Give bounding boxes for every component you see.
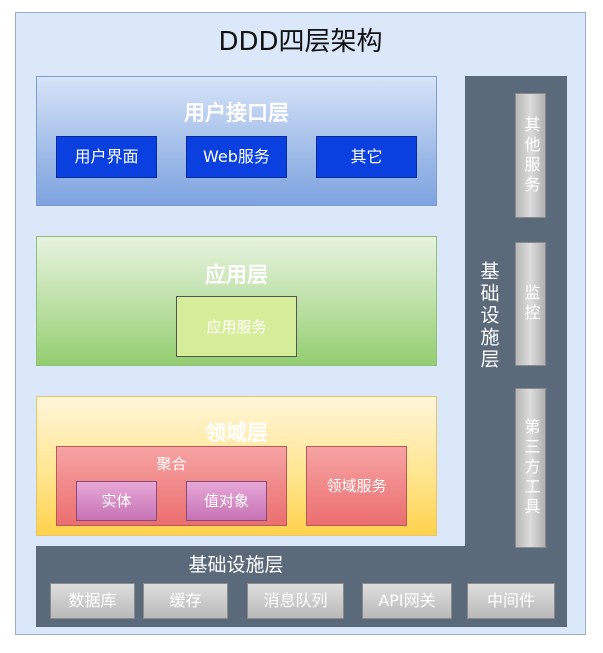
- ui-item-web-service: Web服务: [186, 136, 287, 178]
- application-layer-label: 应用层: [205, 263, 268, 287]
- infra-item-other-services: 其他服务: [515, 93, 546, 218]
- user-interface-layer-label: 用户接口层: [184, 101, 289, 125]
- infra-item-database: 数据库: [50, 583, 135, 619]
- aggregate-label: 聚合: [156, 455, 187, 473]
- entity-box: 实体: [76, 481, 157, 521]
- infra-item-third-party-tools: 第三方工具: [515, 388, 546, 548]
- infrastructure-bottom-label: 基础设施层: [188, 554, 284, 576]
- infrastructure-side-label-wrap: 基础设施层: [472, 246, 506, 386]
- infra-item-monitoring-label: 监控: [521, 284, 541, 324]
- ui-item-other: 其它: [316, 136, 417, 178]
- ui-item-user-interface: 用户界面: [56, 136, 157, 178]
- application-service-box: 应用服务: [176, 296, 297, 357]
- infra-item-cache: 缓存: [143, 583, 228, 619]
- infra-item-third-party-tools-label: 第三方工具: [521, 418, 541, 518]
- diagram-title: DDD四层架构: [218, 27, 383, 57]
- value-object-box: 值对象: [186, 481, 267, 521]
- infra-item-other-services-label: 其他服务: [521, 115, 541, 196]
- infra-item-middleware: 中间件: [467, 583, 555, 619]
- domain-service-box: 领域服务: [306, 446, 407, 526]
- infrastructure-side-label: 基础设施层: [477, 261, 500, 371]
- infra-item-monitoring: 监控: [515, 242, 546, 366]
- infra-item-message-queue: 消息队列: [247, 583, 344, 619]
- domain-layer-label: 领域层: [205, 421, 268, 445]
- infra-item-api-gateway: API网关: [362, 583, 452, 619]
